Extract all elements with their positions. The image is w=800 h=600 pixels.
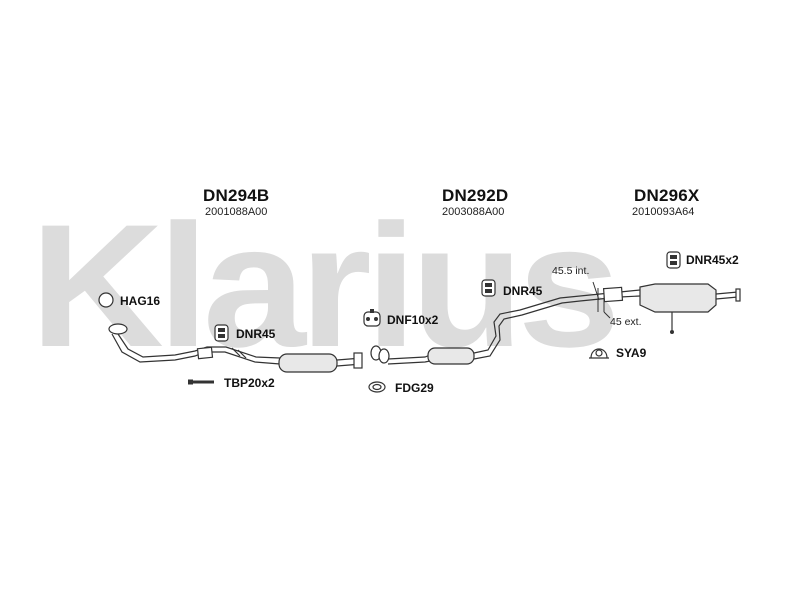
dimension-label-internal: 45.5 int. [552,265,590,277]
section-title-dn294b: DN294B [203,186,270,205]
front-silencer [278,352,363,373]
part-label-dnr45x2: DNR45x2 [686,253,739,267]
rear-pipe-section [579,283,741,334]
hag16-ring-icon [98,292,114,308]
section-code-dn292d: 2003088A00 [442,206,505,218]
part-label-sya9: SYA9 [616,346,647,360]
dnr45-mid-mount-icon [481,279,496,297]
dnr45-front-mount-icon [214,324,229,342]
dimension-label-external: 45 ext. [610,316,642,328]
section-code-dn296x: 2010093A64 [632,206,695,218]
part-label-hag16: HAG16 [120,294,161,308]
part-label-dnf10x2: DNF10x2 [387,313,439,327]
part-label-dnr45-front: DNR45 [236,327,276,341]
part-label-dnr45-mid: DNR45 [503,284,543,298]
middle-pipe-section [370,295,581,365]
front-pipe-section [108,323,281,365]
section-code-dn294b: 2001088A00 [205,206,268,218]
sya9-clamp-icon [589,348,609,359]
fdg29-gasket-icon [368,381,386,393]
dnr45x2-mount-icon [666,251,681,269]
section-title-dn292d: DN292D [442,186,509,205]
part-label-tbp20x2: TBP20x2 [224,376,275,390]
brand-watermark: Klarius [30,189,621,384]
section-title-dn296x: DN296X [634,186,700,205]
dnf10-mount-icon [363,309,381,327]
part-label-fdg29: FDG29 [395,381,434,395]
